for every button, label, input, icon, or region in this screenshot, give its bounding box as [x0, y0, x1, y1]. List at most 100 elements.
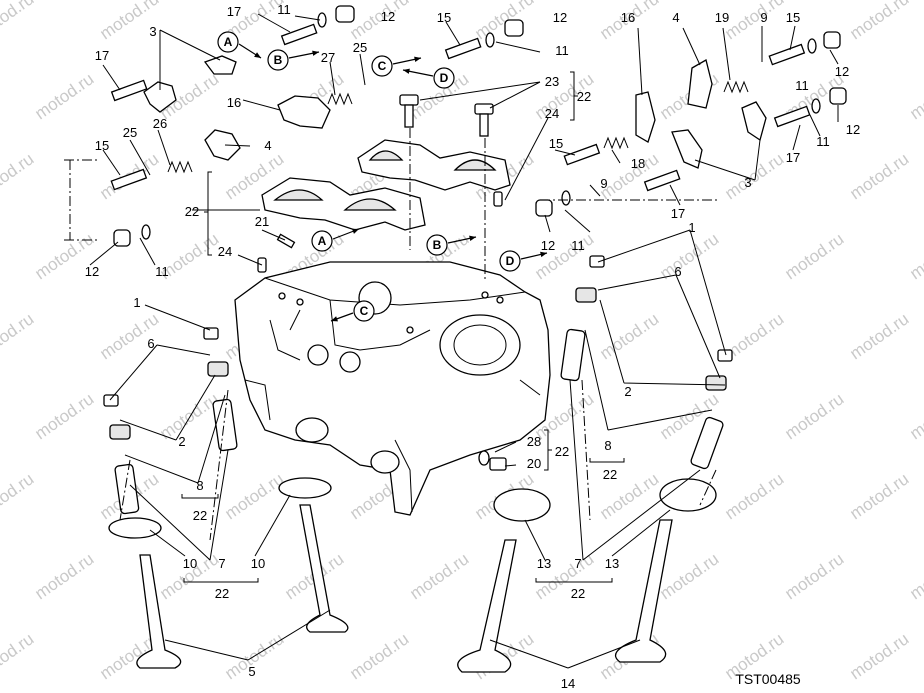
watermark-text: motod.ru	[906, 389, 924, 443]
callout-12: 12	[541, 238, 555, 253]
plug-12-top-right	[485, 19, 524, 48]
callout-15: 15	[786, 10, 800, 25]
callout-5: 5	[248, 664, 255, 679]
flow-marker-d: D	[402, 67, 455, 89]
valve-guide-right-b	[690, 416, 724, 470]
watermark-text: motod.ru	[846, 469, 912, 523]
callout-10: 10	[183, 556, 197, 571]
valve-5-right	[299, 504, 349, 633]
cylinder-head	[234, 261, 551, 516]
watermark-text: motod.ru	[846, 0, 912, 43]
watermark-text: motod.ru	[346, 0, 412, 43]
flow-marker-b: B	[426, 234, 477, 256]
callout-15: 15	[95, 138, 109, 153]
watermark-text: motod.ru	[721, 149, 787, 203]
watermark-text: motod.ru	[846, 309, 912, 363]
flow-marker-b: B	[267, 49, 320, 71]
watermark-text: motod.ru	[906, 69, 924, 123]
svg-text:C: C	[378, 59, 387, 73]
valve-spring-cap-right-a	[575, 287, 597, 303]
callout-6: 6	[147, 336, 154, 351]
screw-28-20	[478, 450, 507, 471]
callout-11: 11	[795, 78, 809, 93]
callout-18: 18	[631, 156, 645, 171]
watermark-text: motod.ru	[781, 389, 847, 443]
callout-15: 15	[437, 10, 451, 25]
callout-15: 15	[549, 136, 563, 151]
svg-text:C: C	[360, 304, 369, 318]
callout-4: 4	[264, 138, 271, 153]
watermark-text: motod.ru	[596, 309, 662, 363]
callout-11: 11	[555, 43, 569, 58]
valve-cotter-1-left	[203, 327, 219, 340]
callout-12: 12	[553, 10, 567, 25]
watermark-text: motod.ru	[31, 389, 97, 443]
callout-24: 24	[545, 106, 559, 121]
watermark-text: motod.ru	[221, 469, 287, 523]
watermark-text: motod.ru	[846, 149, 912, 203]
valve-guide-left-a	[212, 398, 238, 452]
valve-guide-right-a	[560, 328, 586, 382]
rocker-arm-3-upper	[143, 81, 177, 113]
spring-26	[167, 160, 193, 174]
callout-12: 12	[381, 9, 395, 24]
plug-12-center-right	[535, 190, 571, 217]
rocker-shaft-15-top	[444, 37, 482, 60]
valve-spring-cap-left-b	[109, 424, 131, 440]
flow-marker-d: D	[499, 250, 548, 272]
callout-11: 11	[155, 264, 169, 279]
valve-seat-13-left	[493, 488, 551, 522]
rocker-shaft-15-left	[110, 168, 148, 191]
valve-seat-10-right	[278, 477, 332, 499]
callout-9: 9	[760, 10, 767, 25]
flow-marker-c: C	[330, 300, 375, 322]
dowel-24-right	[493, 191, 503, 207]
callout-22: 22	[603, 467, 617, 482]
callout-3: 3	[149, 24, 156, 39]
svg-text:D: D	[506, 254, 515, 268]
callout-21: 21	[255, 214, 269, 229]
rocker-arm-3-right	[741, 101, 767, 142]
cap-screw-23-right	[474, 103, 494, 137]
callout-17: 17	[671, 206, 685, 221]
watermark-text: motod.ru	[471, 0, 537, 43]
callout-17: 17	[95, 48, 109, 63]
rocker-arm-4-left	[204, 129, 241, 161]
callout-9: 9	[600, 176, 607, 191]
valve-cotter-1-right-a	[589, 255, 605, 268]
valve-seat-10-left	[108, 517, 162, 539]
callout-25: 25	[123, 125, 137, 140]
flow-marker-a: A	[311, 228, 360, 252]
spring-19	[723, 80, 749, 94]
callout-13: 13	[605, 556, 619, 571]
watermark-text: motod.ru	[31, 69, 97, 123]
cap-screw-23-left	[399, 94, 419, 128]
watermark-text: motod.ru	[406, 549, 472, 603]
callout-4: 4	[672, 10, 679, 25]
watermark-text: motod.ru	[0, 629, 37, 683]
plug-12-top-center	[317, 5, 355, 28]
callout-22: 22	[571, 586, 585, 601]
callout-23: 23	[545, 74, 559, 89]
callout-25: 25	[353, 40, 367, 55]
callout-19: 19	[715, 10, 729, 25]
plug-12-right-upper	[807, 31, 841, 54]
valve-cotter-1-left-b	[103, 394, 119, 407]
drawing-code: TST00485	[735, 671, 801, 687]
callout-28: 28	[527, 434, 541, 449]
plug-12-left	[113, 224, 151, 247]
callout-22: 22	[555, 444, 569, 459]
callout-7: 7	[574, 556, 581, 571]
svg-text:A: A	[224, 35, 233, 49]
watermark-text: motod.ru	[781, 549, 847, 603]
plug-12-right-mid	[811, 87, 847, 114]
callout-11: 11	[277, 2, 291, 17]
rocker-shaft-17-lower	[643, 169, 681, 192]
watermark-text: motod.ru	[346, 629, 412, 683]
pin-21	[276, 233, 296, 249]
flow-marker-a: A	[217, 31, 262, 59]
callout-26: 26	[153, 116, 167, 131]
callout-1: 1	[133, 295, 140, 310]
callout-22: 22	[185, 204, 199, 219]
